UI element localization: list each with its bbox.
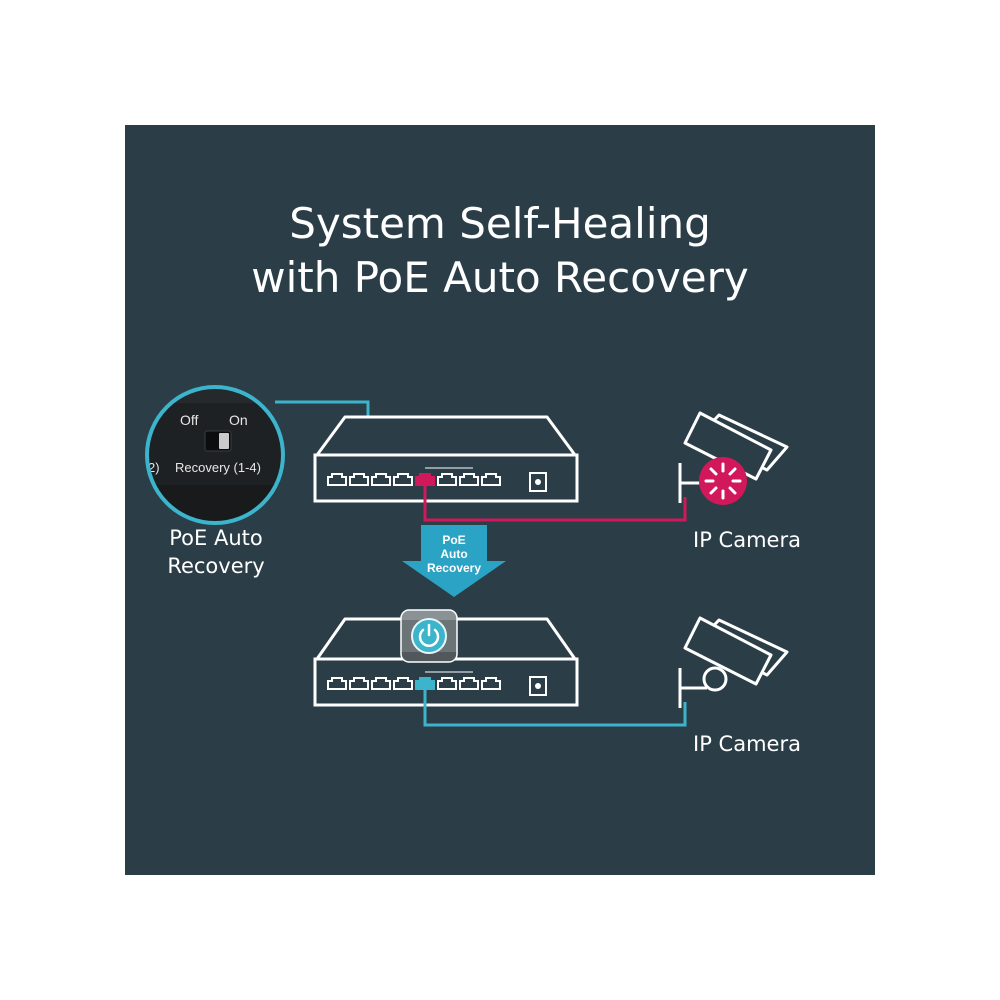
zoom-connector-line (275, 402, 368, 417)
caption-left: PoE Auto Recovery (165, 524, 267, 580)
diagram-scene: Off On 2) Recovery (1-4) (125, 125, 875, 875)
camera-bottom-label: IP Camera (693, 730, 801, 758)
switch-device-icon (315, 417, 577, 501)
caption-left-line-1: PoE Auto (165, 524, 267, 552)
camera-lens-icon (704, 668, 726, 690)
recovery-switch-zoom: Off On 2) Recovery (1-4) (145, 387, 285, 525)
arrow-down-icon: PoE Auto Recovery (402, 525, 506, 597)
switch-off-text: Off (180, 412, 199, 428)
caption-left-line-2: Recovery (165, 552, 267, 580)
toggle-knob (219, 433, 229, 449)
arrow-label-line-3: Recovery (427, 561, 481, 575)
switch-recovery-text: Recovery (1-4) (175, 460, 261, 475)
ip-camera-icon (680, 618, 787, 708)
switch-on-text: On (229, 412, 248, 428)
camera-top-label: IP Camera (693, 526, 801, 554)
infographic-panel: System Self-Healing with PoE Auto Recove… (125, 125, 875, 875)
arrow-label-line-1: PoE (442, 533, 465, 547)
arrow-label-line-2: Auto (440, 547, 467, 561)
